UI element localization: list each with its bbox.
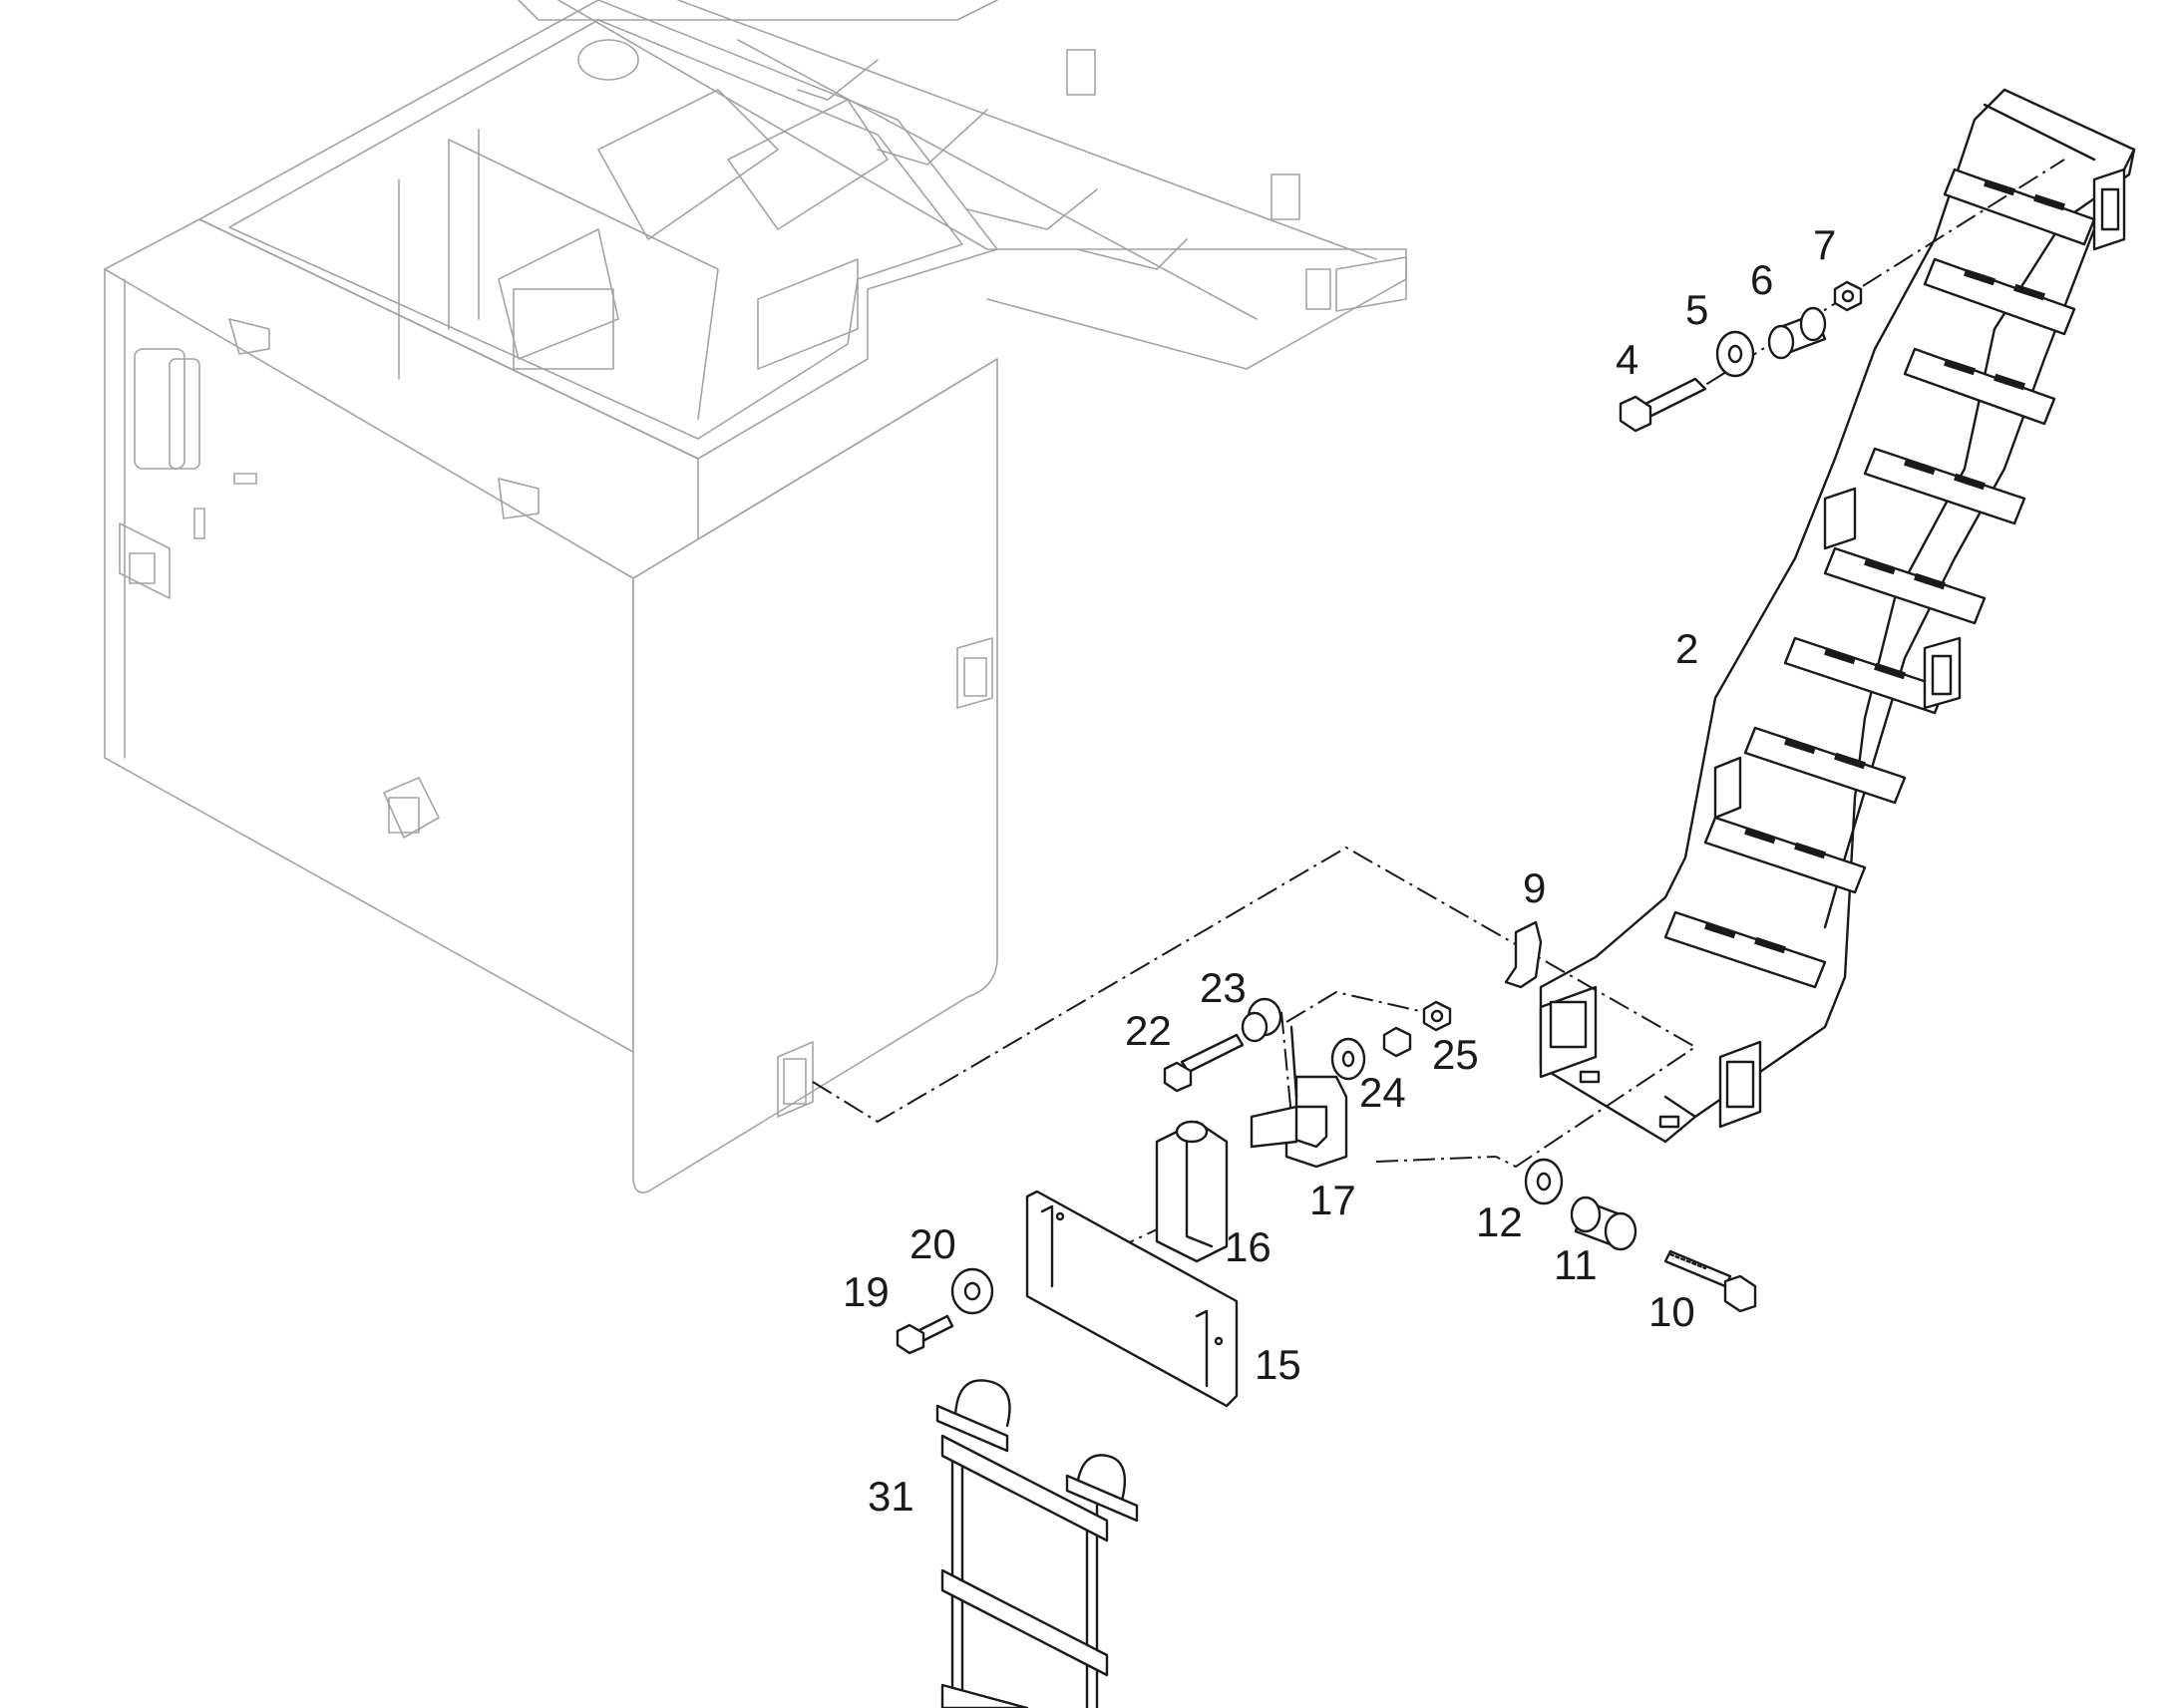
- callout-20: 20: [909, 1220, 956, 1267]
- bolt-part-4: [1619, 377, 1707, 433]
- step-ladder-part-2: [1539, 88, 2136, 1144]
- callout-25: 25: [1432, 1031, 1479, 1078]
- callout-24: 24: [1359, 1069, 1406, 1116]
- callout-17: 17: [1309, 1177, 1356, 1223]
- spacer-part-23: [1241, 997, 1282, 1043]
- callout-31: 31: [868, 1473, 914, 1520]
- callout-4: 4: [1616, 336, 1638, 383]
- leader-lines: [812, 159, 2065, 1282]
- callout-labels: 2 4 5 6 7 9 10 11 12 15 16 17 19 20 22 2…: [843, 221, 1836, 1520]
- callout-11: 11: [1554, 1241, 1598, 1288]
- nut-part-24b: [1382, 1026, 1412, 1058]
- callout-7: 7: [1813, 221, 1836, 268]
- spacer-part-6: [1767, 306, 1827, 360]
- callout-2: 2: [1675, 625, 1698, 672]
- callout-9: 9: [1523, 864, 1546, 911]
- callout-15: 15: [1255, 1341, 1301, 1388]
- washer-part-20: [950, 1267, 994, 1315]
- callout-6: 6: [1750, 256, 1773, 303]
- spacer-part-11: [1570, 1196, 1637, 1251]
- machine-body-context: [104, 0, 1407, 1194]
- callout-22: 22: [1125, 1007, 1172, 1054]
- callout-12: 12: [1476, 1198, 1523, 1245]
- nut-part-7: [1833, 280, 1863, 312]
- callout-19: 19: [843, 1268, 890, 1315]
- mounting-bracket-part-16: [1155, 1120, 1229, 1263]
- callout-23: 23: [1200, 964, 1247, 1011]
- plate-part-15: [1025, 1190, 1239, 1408]
- bolt-part-10: [1663, 1249, 1757, 1313]
- callout-10: 10: [1648, 1288, 1695, 1335]
- washer-part-24: [1330, 1037, 1366, 1081]
- washer-part-5: [1715, 330, 1755, 378]
- callout-16: 16: [1225, 1223, 1272, 1270]
- rope-ladder-part-31: [935, 1379, 1139, 1708]
- ladder-steps: [1663, 168, 2096, 989]
- bracket-part-17: [1250, 1025, 1348, 1169]
- nut-part-25: [1422, 1000, 1452, 1032]
- bolt-part-22: [1163, 1033, 1245, 1093]
- bracket-part-9: [1504, 920, 1543, 989]
- callout-5: 5: [1685, 286, 1708, 333]
- bolt-part-19: [896, 1314, 954, 1355]
- washer-part-12: [1524, 1158, 1564, 1205]
